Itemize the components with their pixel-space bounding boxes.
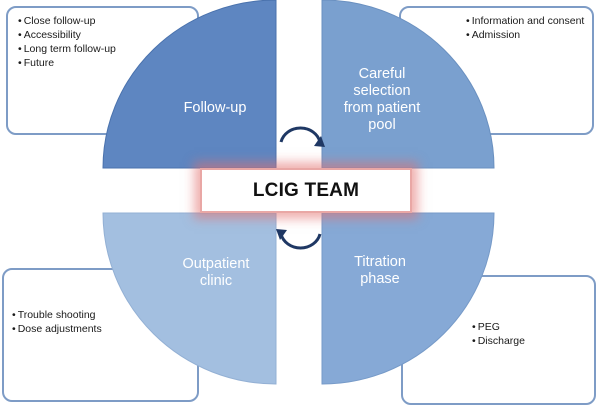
label-line: pool bbox=[368, 117, 396, 133]
quadrant-titration bbox=[321, 212, 495, 385]
quadrant-follow-up bbox=[102, 0, 277, 169]
cycle-arrow-icon bbox=[276, 229, 322, 250]
quadrant-selection bbox=[321, 0, 495, 169]
quadrant-label-titration: Titration phase bbox=[325, 254, 435, 288]
team-title: LCIG TEAM bbox=[252, 179, 360, 201]
quadrant-label-outpatient: Outpatient clinic bbox=[160, 256, 272, 290]
bullet-item: Close follow-up bbox=[17, 14, 197, 28]
quadrant-label-selection: Careful selection from patient pool bbox=[322, 66, 442, 134]
label-line: from patient bbox=[343, 100, 421, 116]
bullet-list-selection: Information and consent Admission bbox=[465, 14, 592, 42]
label-line: Titration bbox=[354, 254, 406, 270]
label-line: Careful bbox=[358, 66, 406, 82]
bullet-item: Dose adjustments bbox=[11, 322, 197, 336]
label-line: Follow-up bbox=[183, 100, 247, 116]
bullet-item: Future bbox=[17, 56, 197, 70]
bullet-list-outpatient: Trouble shooting Dose adjustments bbox=[11, 308, 197, 336]
quadrant-outpatient bbox=[102, 212, 277, 385]
bullet-item: Long term follow-up bbox=[17, 42, 197, 56]
label-line: phase bbox=[360, 271, 400, 287]
bullet-item: Admission bbox=[465, 28, 592, 42]
bullet-list-titration: PEG Discharge bbox=[471, 320, 594, 348]
label-line: selection bbox=[353, 83, 411, 99]
label-line: clinic bbox=[199, 273, 233, 289]
bullet-item: Discharge bbox=[471, 334, 594, 348]
label-line: Outpatient bbox=[182, 256, 250, 272]
quadrant-label-follow-up: Follow-up bbox=[160, 100, 270, 117]
bullet-item: Trouble shooting bbox=[11, 308, 197, 322]
bullet-item: Accessibility bbox=[17, 28, 197, 42]
bullet-item: PEG bbox=[471, 320, 594, 334]
bullet-item: Information and consent bbox=[465, 14, 592, 28]
cycle-arrow-icon bbox=[279, 126, 325, 147]
bullet-list-follow-up: Close follow-up Accessibility Long term … bbox=[17, 14, 197, 70]
team-box: LCIG TEAM bbox=[200, 168, 412, 213]
